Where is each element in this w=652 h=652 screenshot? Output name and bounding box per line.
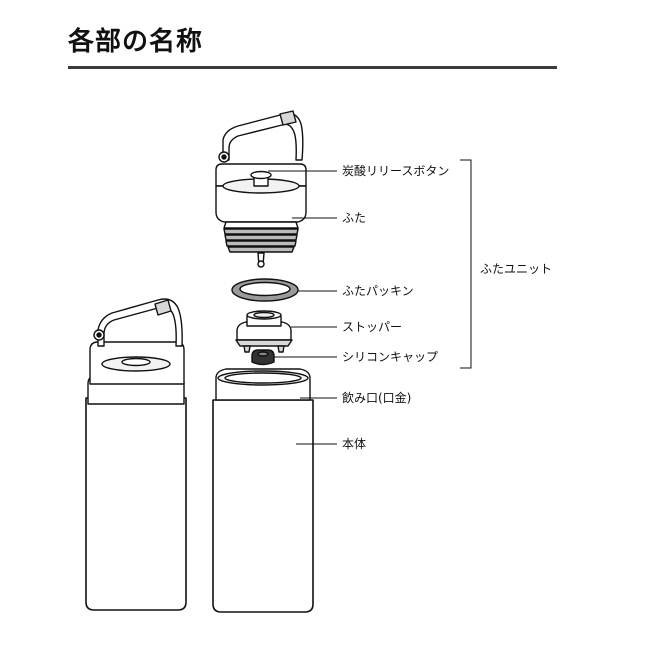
label-lid-gasket: ふたパッキン [342, 284, 414, 298]
label-lid: ふた [342, 211, 366, 225]
title-divider [68, 66, 557, 69]
label-stopper: ストッパー [342, 320, 402, 334]
lid-unit-bracket [460, 159, 472, 369]
label-lid-unit: ふたユニット [480, 262, 552, 276]
label-silicone-cap: シリコンキャップ [342, 350, 438, 364]
label-body: 本体 [342, 437, 366, 451]
body-illustration [212, 368, 314, 613]
lid-gasket-illustration [231, 278, 299, 302]
assembled-bottle [85, 298, 187, 611]
label-release-button: 炭酸リリースボタン [342, 163, 449, 178]
silicone-cap-illustration [251, 349, 275, 366]
label-mouth: 飲み口(口金) [342, 390, 411, 405]
stopper-illustration [235, 310, 293, 353]
lid-illustration [215, 110, 307, 268]
page-title: 各部の名称 [68, 27, 204, 57]
